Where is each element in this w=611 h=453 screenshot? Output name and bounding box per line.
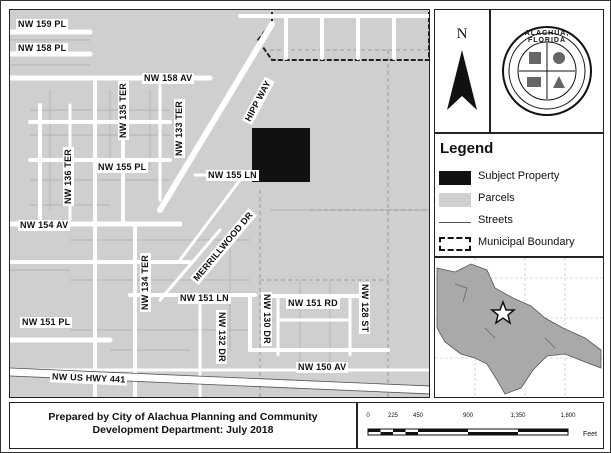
credit-panel: Prepared by City of Alachua Planning and… — [9, 402, 357, 449]
credit-line-2: Development Department: July 2018 — [92, 424, 274, 436]
seal-text: ALACHUA, FLORIDA — [524, 30, 570, 44]
road-label-nw-158-pl: NW 158 PL — [16, 43, 69, 54]
north-letter: N — [456, 26, 468, 42]
legend-title: Legend — [440, 140, 494, 157]
legend-item-boundary: Municipal Boundary — [439, 235, 603, 253]
road-label-nw-135-ter: NW 135 TER — [118, 80, 129, 140]
road-label-nw-151-ln: NW 151 LN — [178, 293, 231, 304]
parcel-swatch — [439, 193, 471, 207]
inset-map[interactable] — [434, 257, 604, 398]
credit-text: Prepared by City of Alachua Planning and… — [10, 411, 356, 437]
scale-unit: Feet — [583, 431, 598, 438]
road-label-nw-130-dr: NW 130 DR — [261, 292, 272, 346]
subject-swatch — [439, 171, 471, 185]
road-label-nw-136-ter: NW 136 TER — [63, 146, 74, 206]
legend-label: Municipal Boundary — [478, 236, 575, 248]
street-swatch — [439, 222, 471, 223]
legend-panel: Legend Subject Property Parcels Streets … — [434, 133, 604, 257]
legend-label: Subject Property — [478, 170, 560, 182]
scale-tick-label: 225 — [387, 413, 399, 419]
road-label-nw-158-av: NW 158 AV — [142, 73, 195, 84]
legend-label: Streets — [478, 214, 513, 226]
road-label-nw-155-ln: NW 155 LN — [206, 170, 259, 181]
legend-item-parcels: Parcels — [439, 191, 603, 209]
scale-tick-label: 450 — [412, 413, 424, 419]
road-label-nw-151-pl: NW 151 PL — [20, 317, 73, 328]
city-seal-icon — [502, 26, 592, 116]
road-label-nw-150-av: NW 150 AV — [296, 362, 349, 373]
legend-item-subject: Subject Property — [439, 169, 603, 187]
inset-canvas — [435, 258, 603, 397]
scale-bar-icon — [367, 428, 569, 436]
city-limits-shape — [436, 263, 602, 395]
road-label-nw-151-rd: NW 151 RD — [286, 298, 340, 309]
north-arrow-panel: N — [434, 9, 490, 133]
location-star-icon — [489, 299, 517, 325]
scale-tick-label: 900 — [462, 413, 474, 419]
road-label-nw-159-pl: NW 159 PL — [16, 19, 69, 30]
subject-property[interactable] — [252, 128, 310, 182]
city-seal-panel: ALACHUA, FLORIDA — [490, 9, 604, 133]
road-label-nw-132-dr: NW 132 DR — [216, 310, 227, 364]
main-map[interactable]: NW 159 PL NW 158 PL NW 158 AV HIPP WAY N… — [9, 9, 430, 398]
road-label-nw-155-pl: NW 155 PL — [96, 162, 149, 173]
north-arrow-icon — [447, 50, 477, 110]
road-label-nw-133-ter: NW 133 TER — [174, 98, 185, 158]
scale-tick-label: 0 — [366, 413, 370, 419]
road-label-nw-134-ter: NW 134 TER — [140, 252, 151, 312]
municipal-boundary — [256, 12, 429, 61]
road-label-nw-128-st: NW 128 ST — [359, 282, 370, 335]
legend-item-streets: Streets — [439, 213, 603, 231]
scale-bar-panel: 0 225 450 900 1,350 1,800 Feet — [357, 402, 604, 449]
scale-tick-label: 1,800 — [560, 413, 576, 419]
legend-label: Parcels — [478, 192, 515, 204]
scale-tick-label: 1,350 — [510, 413, 526, 419]
parcel-boundaries — [259, 49, 429, 397]
boundary-swatch — [439, 237, 471, 251]
road-label-nw-154-av: NW 154 AV — [18, 220, 71, 231]
credit-line-1: Prepared by City of Alachua Planning and… — [48, 411, 318, 423]
